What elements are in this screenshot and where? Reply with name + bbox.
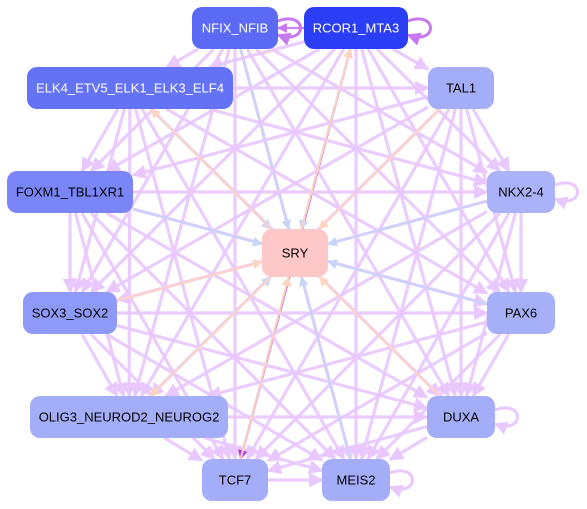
edge-foxm1-to-sry <box>132 208 263 247</box>
node-label-duxa: DUXA <box>443 410 479 425</box>
edge-sox3_sox2-to-olig3 <box>80 333 119 398</box>
edge-tal1-to-foxm1 <box>131 95 429 179</box>
edge-nkx2_4-to-olig3 <box>164 210 488 398</box>
edge-tal1-to-nkx2_4 <box>471 108 511 173</box>
edge-sox3_sox2-to-duxa <box>116 323 429 412</box>
edge-duxa-to-meis2 <box>388 436 428 461</box>
edge-tal1-to-tcf7 <box>245 108 451 461</box>
edge-pax6-to-tcf7 <box>266 331 488 463</box>
node-tcf7: TCF7 <box>202 459 268 501</box>
edge-duxa-to-sry <box>318 276 441 397</box>
edge-meis2-to-sry <box>298 276 352 460</box>
edge-rcor1_mta3-to-olig3 <box>139 48 346 398</box>
self-loop-duxa <box>493 406 519 435</box>
self-loop-nkx2_4 <box>553 181 579 210</box>
edge-nfix_nfib-to-duxa <box>245 48 451 398</box>
node-sry: SRY <box>262 229 328 277</box>
edge-rcor1_mta3-to-elk4 <box>207 40 305 71</box>
node-label-tcf7: TCF7 <box>219 473 252 488</box>
edge-olig3-to-meis2 <box>204 436 324 475</box>
node-foxm1: FOXM1_TBL1XR1 <box>7 171 133 213</box>
node-label-tal1: TAL1 <box>446 81 476 96</box>
node-label-sox3_sox2: SOX3_SOX2 <box>32 306 109 321</box>
nodes-layer: NFIX_NFIB RCOR1_MTA3ELK4_ETV5_ELK1_ELK3_E… <box>7 7 555 501</box>
node-elk4: ELK4_ETV5_ELK1_ELK3_ELF4 <box>27 67 233 109</box>
edge-elk4-to-nkx2_4 <box>208 107 489 187</box>
node-olig3: OLIG3_NEUROD2_NEUROG2 <box>30 396 228 438</box>
edge-tal1-to-sry <box>318 108 441 230</box>
node-box-nkx2_4 <box>487 171 555 213</box>
edge-olig3-to-tcf7 <box>163 436 204 462</box>
self-loop-meis2 <box>388 469 414 498</box>
node-box-rcor1_mta3 <box>304 7 408 49</box>
self-loop-nfix_nfib <box>276 17 302 46</box>
edge-sry-to-olig3 <box>149 276 272 397</box>
node-meis2: MEIS2 <box>322 459 390 501</box>
node-pax6: PAX6 <box>487 292 555 334</box>
edge-tcf7-to-sry <box>239 276 292 460</box>
node-label-rcor1_mta3: RCOR1_MTA3 <box>313 21 399 36</box>
node-nkx2_4: NKX2-4 <box>487 171 555 213</box>
node-label-olig3: OLIG3_NEUROD2_NEUROG2 <box>39 410 220 425</box>
self-loops-layer <box>276 17 579 498</box>
node-box-elk4 <box>27 67 233 109</box>
node-nfix_nfib: NFIX_NFIB <box>192 7 278 49</box>
node-label-meis2: MEIS2 <box>336 473 375 488</box>
edge-pax6-to-sry <box>327 259 488 306</box>
node-box-tcf7 <box>202 459 268 501</box>
self-loop-rcor1_mta3 <box>406 17 432 46</box>
edge-elk4-to-meis2 <box>140 108 346 461</box>
node-label-pax6: PAX6 <box>505 306 537 321</box>
edge-pax6-to-olig3 <box>206 320 488 400</box>
node-box-sox3_sox2 <box>23 292 117 334</box>
node-label-sry: SRY <box>282 246 309 261</box>
edge-pax6-to-duxa <box>471 333 511 398</box>
node-tal1: TAL1 <box>428 67 494 109</box>
node-box-tal1 <box>428 67 494 109</box>
node-duxa: DUXA <box>427 396 495 438</box>
edge-elk4-to-foxm1 <box>80 108 120 173</box>
edge-tal1-to-sox3_sox2 <box>105 105 429 294</box>
edges-layer <box>62 23 529 488</box>
node-label-foxm1: FOXM1_TBL1XR1 <box>16 185 124 200</box>
node-label-nfix_nfib: NFIX_NFIB <box>202 21 268 36</box>
edge-nkx2_4-to-sry <box>327 200 488 247</box>
node-box-pax6 <box>487 292 555 334</box>
node-box-olig3 <box>30 396 228 438</box>
node-box-duxa <box>427 396 495 438</box>
node-rcor1_mta3: RCOR1_MTA3 <box>304 7 408 49</box>
node-box-sry <box>262 229 328 277</box>
node-box-foxm1 <box>7 171 133 213</box>
edge-nfix_nfib-to-elk4 <box>165 47 200 69</box>
node-box-meis2 <box>322 459 390 501</box>
edge-sry-to-rcor1_mta3 <box>300 48 353 230</box>
edge-sox3_sox2-to-sry <box>116 259 263 302</box>
edge-rcor1_mta3-to-tal1 <box>392 47 430 71</box>
node-box-nfix_nfib <box>192 7 278 49</box>
edge-elk4-to-pax6 <box>165 107 489 295</box>
edge-sry-to-elk4 <box>150 108 272 230</box>
edge-foxm1-to-duxa <box>105 211 429 399</box>
node-label-nkx2_4: NKX2-4 <box>498 185 544 200</box>
node-sox3_sox2: SOX3_SOX2 <box>23 292 117 334</box>
node-label-elk4: ELK4_ETV5_ELK1_ELK3_ELF4 <box>36 81 224 96</box>
